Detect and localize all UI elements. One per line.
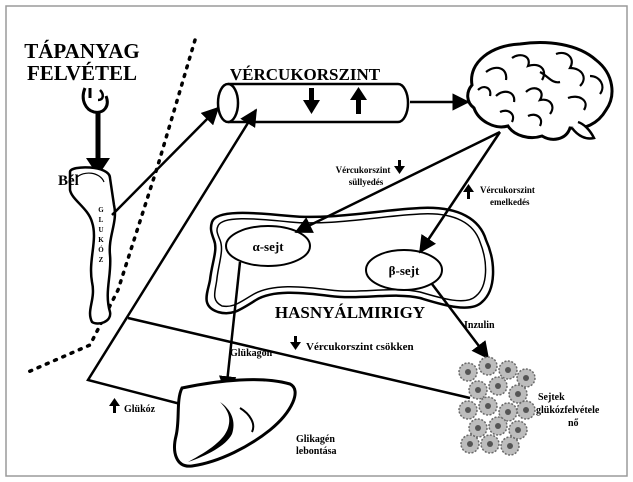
cell-nucleus [523, 375, 529, 381]
brain-icon [468, 43, 612, 140]
glukoz-up-arrow-icon [109, 398, 120, 413]
vercukorszint-title: VÉRCUKORSZINT [230, 65, 381, 84]
glikogen-label-1: Glikagén [296, 434, 335, 445]
sullyedes-label-2: süllyedés [349, 177, 384, 187]
cell-nucleus [495, 423, 501, 429]
felvetel-label: FELVÉTEL [27, 61, 137, 85]
body-cells-cluster [459, 357, 535, 455]
beta-cell-label: β-sejt [389, 263, 420, 278]
sejtek-label-1: Sejtek [538, 392, 565, 403]
emelkedes-label-1: Vércukorszint [480, 185, 535, 195]
cell-nucleus [505, 409, 511, 415]
cell-nucleus [467, 441, 473, 447]
cell-nucleus [505, 367, 511, 373]
decrease-line [128, 318, 470, 398]
cell-nucleus [523, 407, 529, 413]
alpha-cell-label: α-sejt [252, 239, 284, 254]
alpha-to-liver-arrow [226, 262, 240, 392]
glukoz-letter: U [98, 226, 103, 234]
sullyedes-down-arrow-icon [394, 160, 405, 174]
cell-nucleus [507, 443, 513, 449]
cell-nucleus [475, 425, 481, 431]
csokken-down-arrow-icon [290, 336, 301, 350]
cell-nucleus [475, 387, 481, 393]
glukoz-letter: Z [99, 256, 104, 264]
csokken-label: Vércukorszint csökken [306, 341, 414, 353]
glukoz-letter: K [98, 236, 104, 244]
liver-icon [175, 380, 296, 467]
sullyedes-label-1: Vércukorszint [336, 165, 391, 175]
glukoz-label: Glükóz [124, 404, 156, 415]
stomach-icon [83, 88, 107, 112]
glukoz-letter: L [99, 216, 104, 224]
cell-nucleus [495, 383, 501, 389]
sejtek-label-2: glükózfelvétele [536, 405, 600, 416]
cell-nucleus [485, 403, 491, 409]
emelkedes-label-2: emelkedés [490, 197, 530, 207]
cell-nucleus [515, 391, 521, 397]
cell-nucleus [487, 441, 493, 447]
glukoz-letter: G [98, 206, 104, 214]
sejtek-label-3: nő [568, 418, 579, 429]
inzulin-label: Inzulin [464, 320, 495, 331]
intestine [70, 167, 115, 323]
cell-nucleus [465, 407, 471, 413]
glukoz-letter: Ó [98, 246, 104, 254]
hasnyalmirigy-label: HASNYÁLMIRIGY [275, 303, 425, 322]
cell-nucleus [485, 363, 491, 369]
glikogen-label-2: lebontása [296, 446, 337, 457]
bel-label: Bél [58, 173, 79, 189]
tapanyag-label: TÁPANYAG [24, 39, 140, 63]
cell-nucleus [465, 369, 471, 375]
cell-nucleus [515, 427, 521, 433]
